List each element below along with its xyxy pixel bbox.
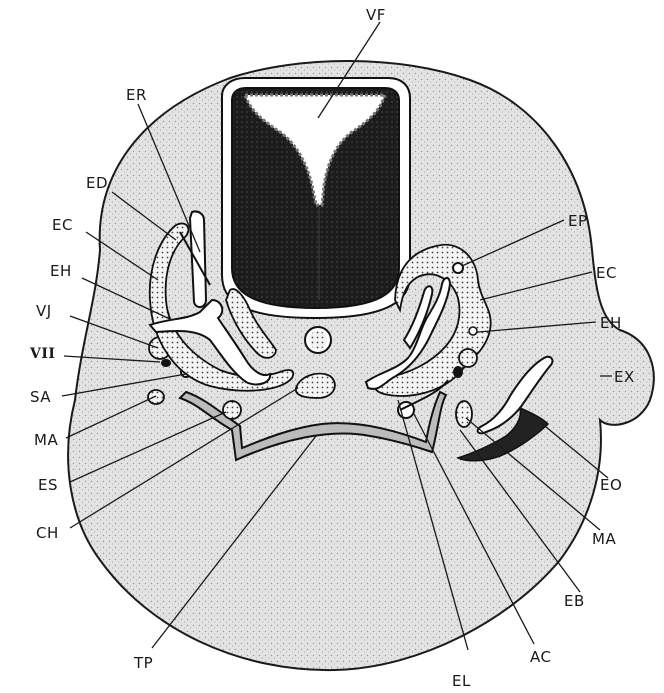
label-ma-left: MA	[34, 431, 58, 449]
label-tp: TP	[133, 654, 153, 672]
notochord	[305, 327, 331, 353]
label-ed: ED	[86, 174, 108, 192]
label-ex: EX	[614, 368, 635, 386]
label-ep: EP	[568, 212, 588, 230]
label-eo: EO	[600, 476, 622, 494]
label-ch: CH	[36, 524, 59, 542]
label-vii: VII	[29, 346, 55, 362]
label-ec-left: EC	[52, 216, 73, 234]
label-er: ER	[126, 86, 147, 104]
label-eb: EB	[564, 592, 585, 610]
label-el: EL	[452, 672, 471, 690]
label-ac: AC	[530, 648, 551, 666]
label-vf: VF	[366, 6, 386, 24]
label-ma-right: MA	[592, 530, 616, 548]
label-vj: VJ	[36, 302, 52, 320]
label-eh-left: EH	[50, 262, 72, 280]
neural-tube	[222, 78, 410, 318]
label-ec-right: EC	[596, 264, 617, 282]
label-es: ES	[38, 476, 58, 494]
label-sa: SA	[30, 388, 51, 406]
label-eh-right: EH	[600, 314, 622, 332]
